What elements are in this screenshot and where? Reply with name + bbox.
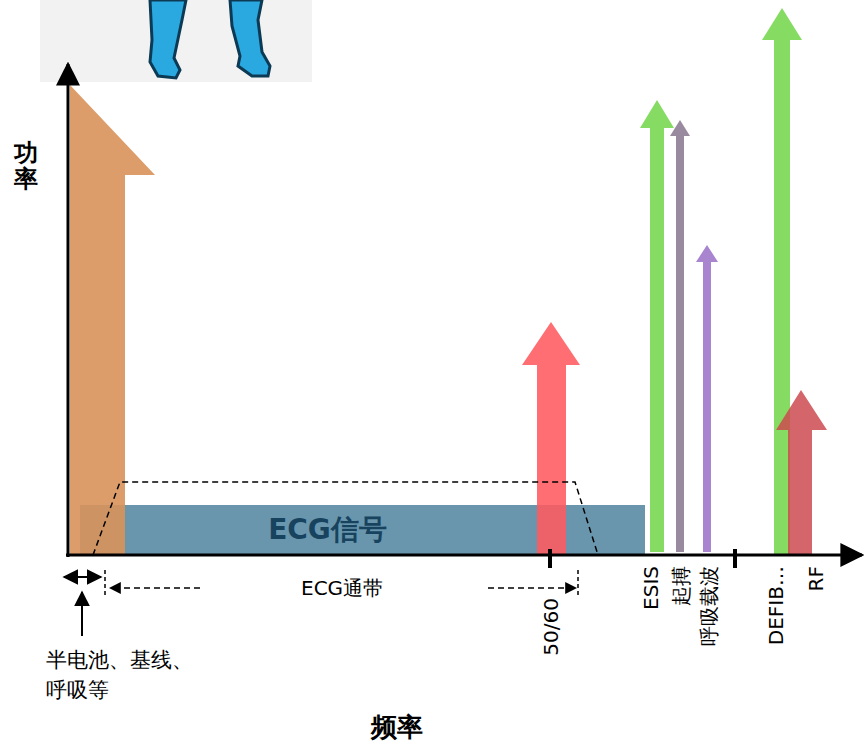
signal-name: 起搏: [669, 566, 693, 606]
passband-outline: [93, 482, 598, 555]
rf-arrow: [776, 390, 827, 555]
mains-arrow: [522, 322, 580, 555]
signal-band: ECG信号: [80, 505, 645, 555]
note-label: 半电池、基线、呼吸等: [46, 645, 201, 706]
esis-arrow: [640, 100, 674, 552]
signal-name: RF: [804, 566, 828, 591]
x-axis: [66, 554, 862, 557]
range-arrow: [64, 576, 101, 578]
band-name: ECG通带: [301, 576, 383, 600]
passband-arrow: [488, 587, 576, 589]
axis-title: 功率: [14, 140, 38, 193]
pacing-arrow: [670, 120, 690, 552]
axis-tick: [733, 549, 737, 568]
axis-tick: [548, 549, 552, 568]
resp-carrier-arrow: [696, 245, 718, 552]
passband-arrow: [110, 587, 200, 589]
low-freq-arrow: [70, 85, 155, 555]
frequency-mark: 50/60: [539, 598, 563, 656]
axis-title: 频率: [371, 712, 423, 743]
human-figure: [40, 0, 312, 82]
signal-name: ESIS: [639, 566, 663, 610]
bracket-tick: [104, 570, 106, 598]
bracket-tick: [577, 570, 579, 598]
y-axis: [67, 64, 70, 557]
band-label: ECG信号: [268, 511, 387, 549]
leader-arrow: [81, 592, 83, 636]
signal-name: 呼吸载波: [697, 566, 721, 646]
signal-name: DEFIB…: [764, 566, 788, 645]
